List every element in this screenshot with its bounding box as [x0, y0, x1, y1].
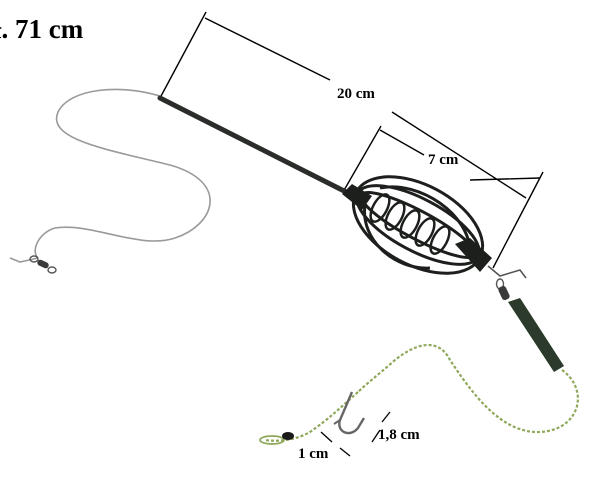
left-swivel-icon: [29, 255, 57, 274]
dimension-7cm-lines: [342, 125, 541, 193]
feeder-end-caps: [342, 184, 492, 272]
hook-gap-label: 1,8 cm: [378, 427, 420, 443]
anti-tangle-sleeve: [508, 298, 564, 372]
anti-tangle-tube: [157, 95, 355, 198]
total-length-label: ł. 71 cm: [0, 14, 84, 44]
right-swivel-icon: [495, 278, 510, 301]
hook-link-line: [357, 344, 579, 434]
dimension-hook-ticks: [320, 411, 391, 457]
mono-leader-line: [34, 88, 211, 259]
hook-shank-label: 1 cm: [298, 446, 329, 462]
feeder-length-label: 7 cm: [428, 152, 459, 168]
feeder-spring: [369, 193, 451, 255]
tube-length-label: 20 cm: [337, 86, 375, 102]
bead-icon: [282, 432, 294, 440]
dimension-20cm-lines: [159, 11, 544, 269]
fish-hook-icon: [338, 391, 366, 435]
